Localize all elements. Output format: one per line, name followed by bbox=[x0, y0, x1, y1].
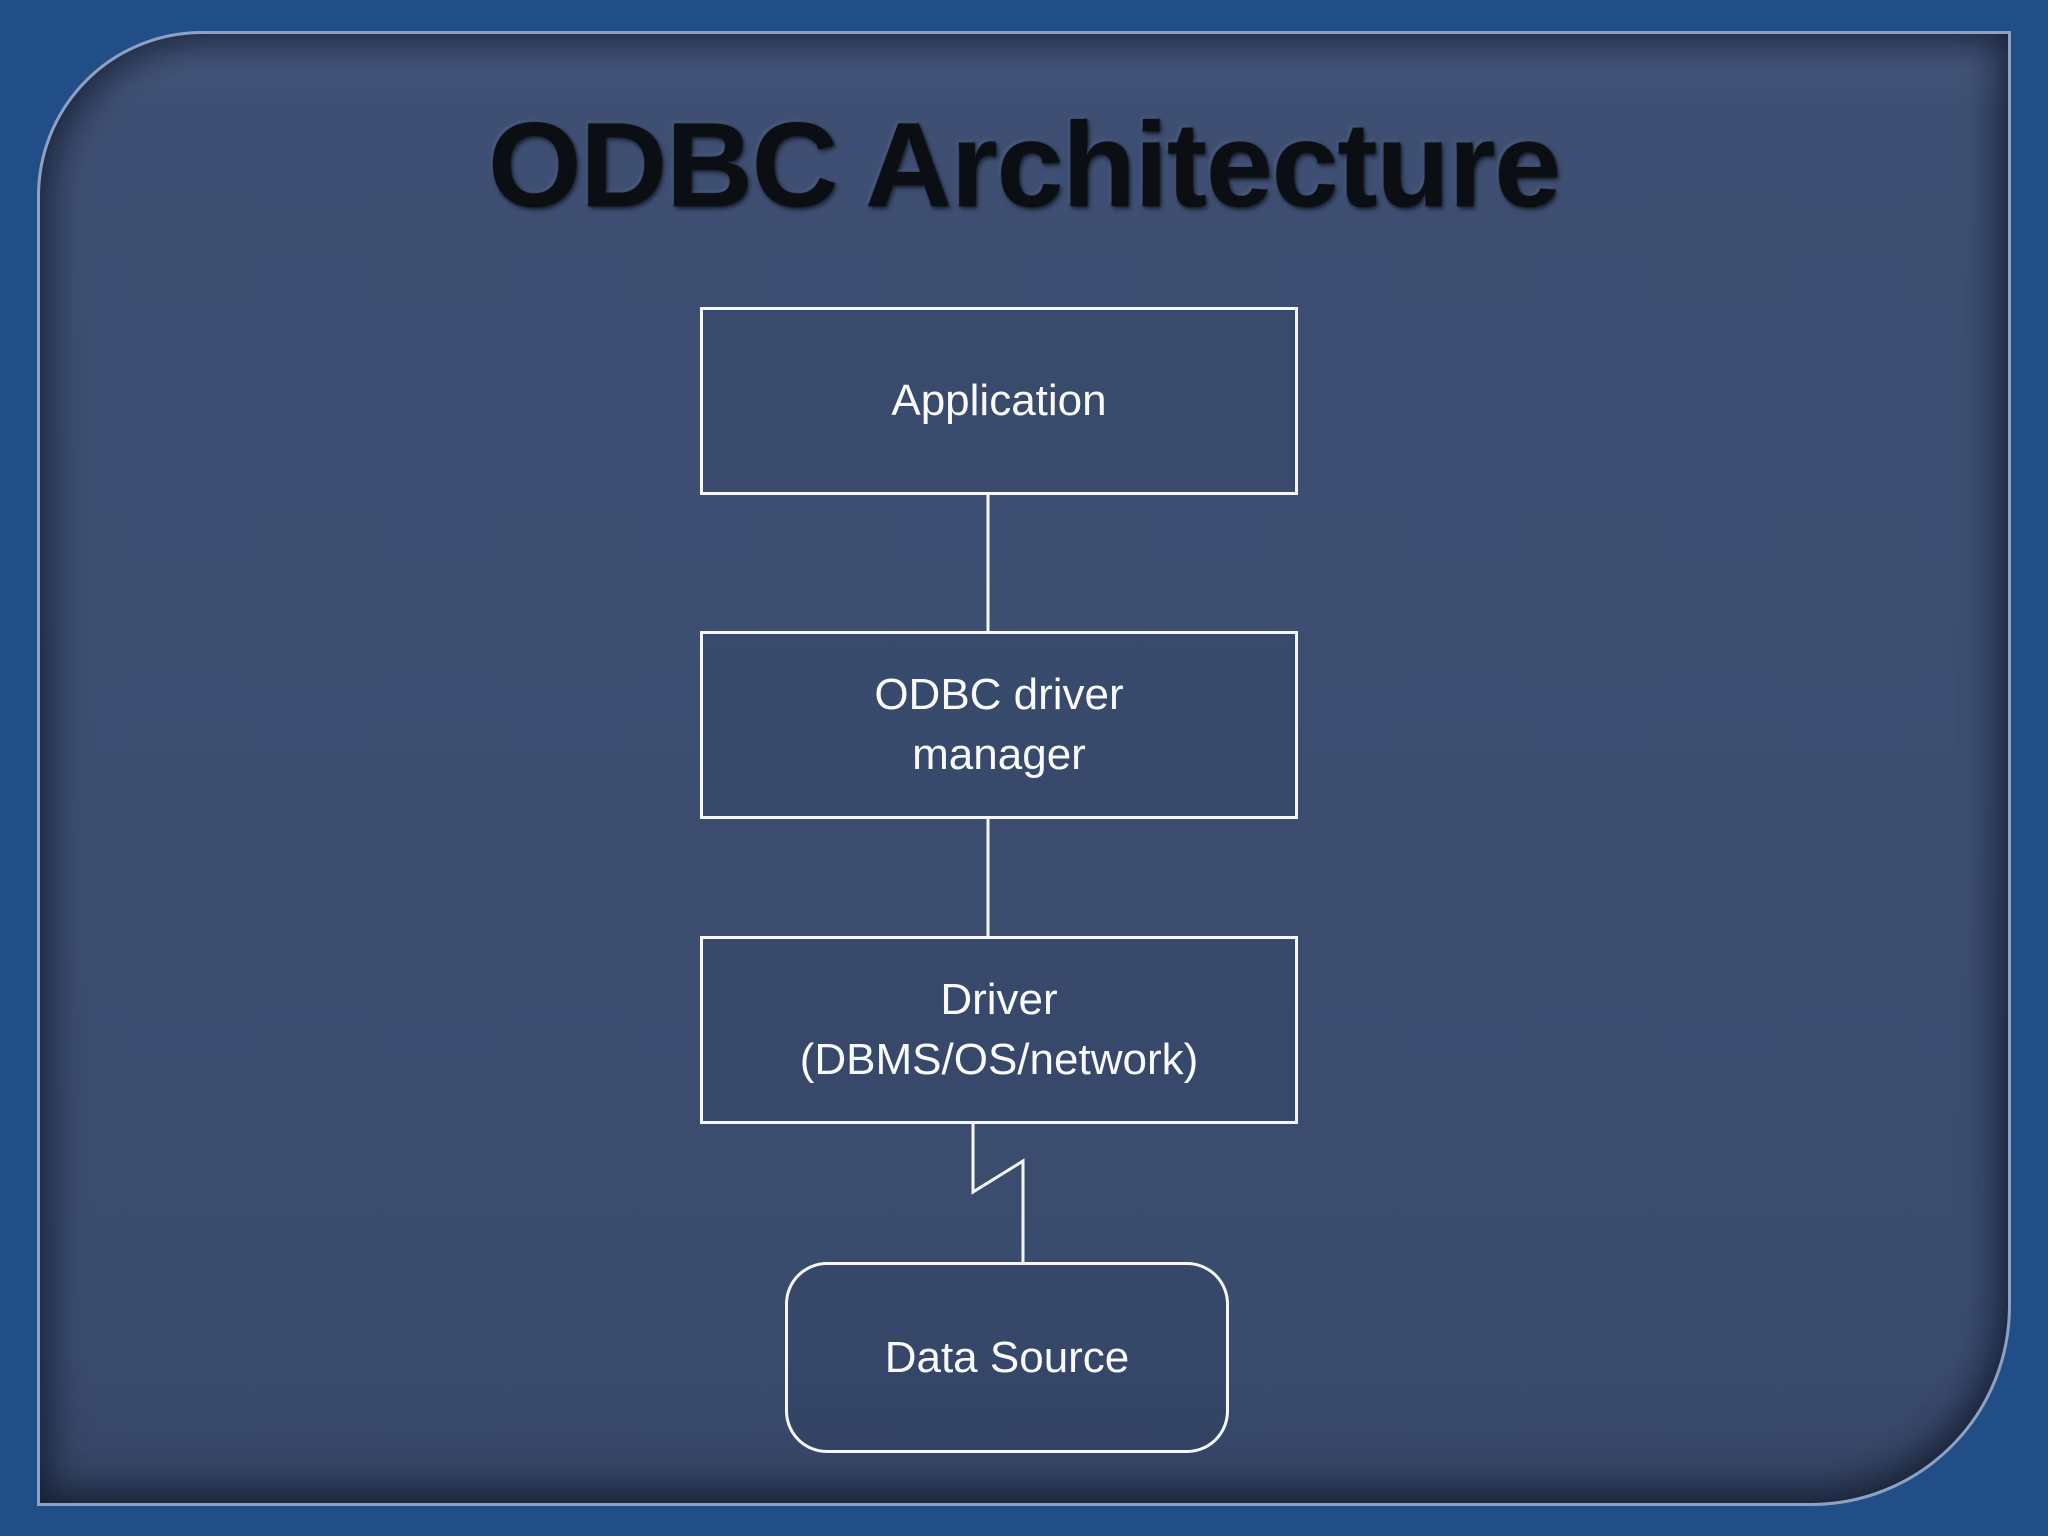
page-title: ODBC Architecture bbox=[487, 98, 1561, 232]
node-driver: Driver (DBMS/OS/network) bbox=[700, 936, 1298, 1124]
node-driver-label: Driver (DBMS/OS/network) bbox=[799, 975, 1199, 1084]
node-data-source: Data Source bbox=[785, 1262, 1229, 1453]
node-application: Application bbox=[700, 307, 1298, 495]
node-data-source-label: Data Source bbox=[884, 1332, 1130, 1382]
node-odbc-driver-manager-label: ODBC driver manager bbox=[874, 670, 1124, 779]
node-application-label: Application bbox=[891, 376, 1107, 425]
node-odbc-driver-manager: ODBC driver manager bbox=[700, 631, 1298, 819]
